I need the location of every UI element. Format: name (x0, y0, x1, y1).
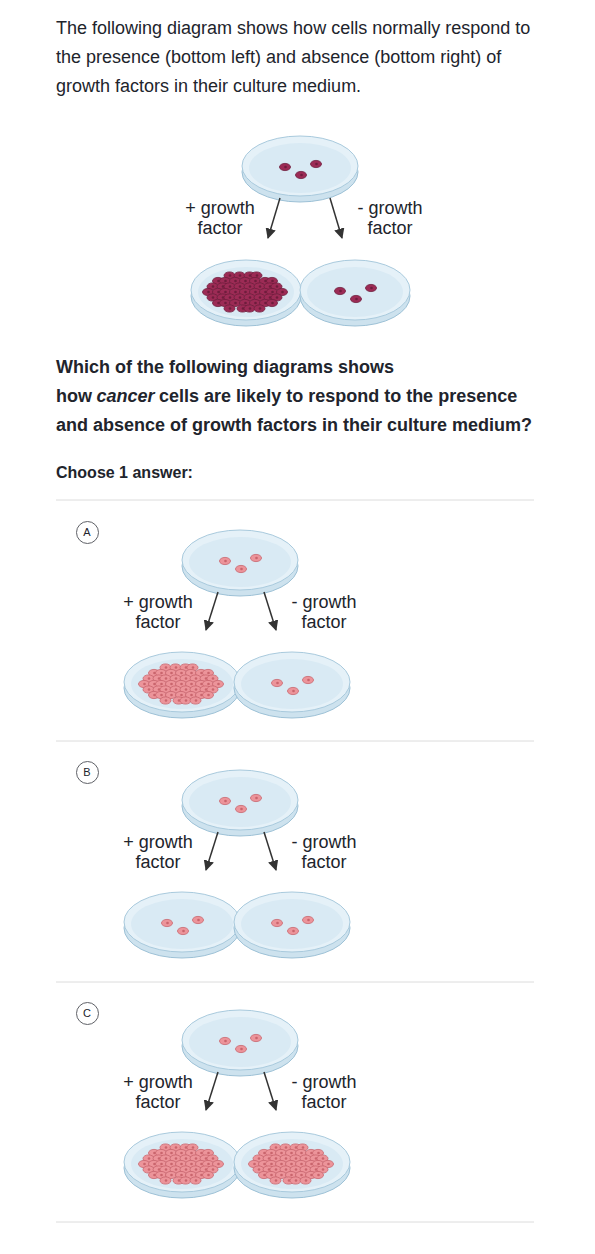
petri-dish (234, 652, 350, 718)
cells (280, 160, 322, 178)
arrow (268, 198, 280, 238)
cells (272, 676, 314, 694)
cells (272, 916, 314, 934)
option-letter: A (83, 527, 90, 538)
cells (335, 284, 377, 302)
cells (220, 794, 262, 812)
intro-text: The following diagram shows how cells no… (56, 14, 540, 101)
instruction-text: Choose 1 answer: (56, 464, 193, 482)
petri-dish (182, 1010, 298, 1076)
growth-factor-label: + growth factor (178, 198, 262, 238)
petri-dish (242, 136, 358, 202)
divider (56, 1222, 534, 1223)
petri-dish (300, 260, 410, 326)
petri-dish (124, 892, 240, 958)
arrow (330, 198, 342, 238)
growth-factor-label: - growth factor (282, 1072, 366, 1112)
petri-dish (182, 770, 298, 836)
radio-button: B (76, 761, 99, 784)
growth-factor-label: - growth factor (282, 832, 366, 872)
option-letter: C (83, 1008, 91, 1019)
growth-factor-label: + growth factor (116, 1072, 200, 1112)
arrow (206, 832, 218, 870)
cells (203, 272, 288, 312)
cells (249, 1144, 334, 1184)
cells (162, 916, 204, 934)
cells (139, 1144, 224, 1184)
cells (220, 554, 262, 572)
option-letter: B (83, 767, 90, 778)
radio-button: A (76, 521, 99, 544)
divider (56, 741, 534, 742)
petri-dish (234, 1132, 350, 1198)
question-text: Which of the following diagrams shows ho… (56, 353, 540, 440)
petri-dish (234, 892, 350, 958)
arrow (264, 1072, 276, 1110)
arrow (206, 1072, 218, 1110)
arrow (264, 832, 276, 870)
petri-dish (124, 652, 240, 718)
growth-factor-label: - growth factor (282, 592, 366, 632)
cells (220, 1034, 262, 1052)
divider (56, 500, 534, 501)
arrow (206, 592, 218, 630)
arrow (264, 592, 276, 630)
divider (56, 982, 534, 983)
petri-dish (191, 260, 301, 326)
question-text: cancer (97, 386, 155, 406)
petri-dish (182, 530, 298, 596)
growth-factor-label: - growth factor (348, 198, 432, 238)
growth-factor-label: + growth factor (116, 592, 200, 632)
growth-factor-label: + growth factor (116, 832, 200, 872)
petri-dish (124, 1132, 240, 1198)
cells (139, 664, 224, 704)
radio-button: C (76, 1002, 99, 1025)
